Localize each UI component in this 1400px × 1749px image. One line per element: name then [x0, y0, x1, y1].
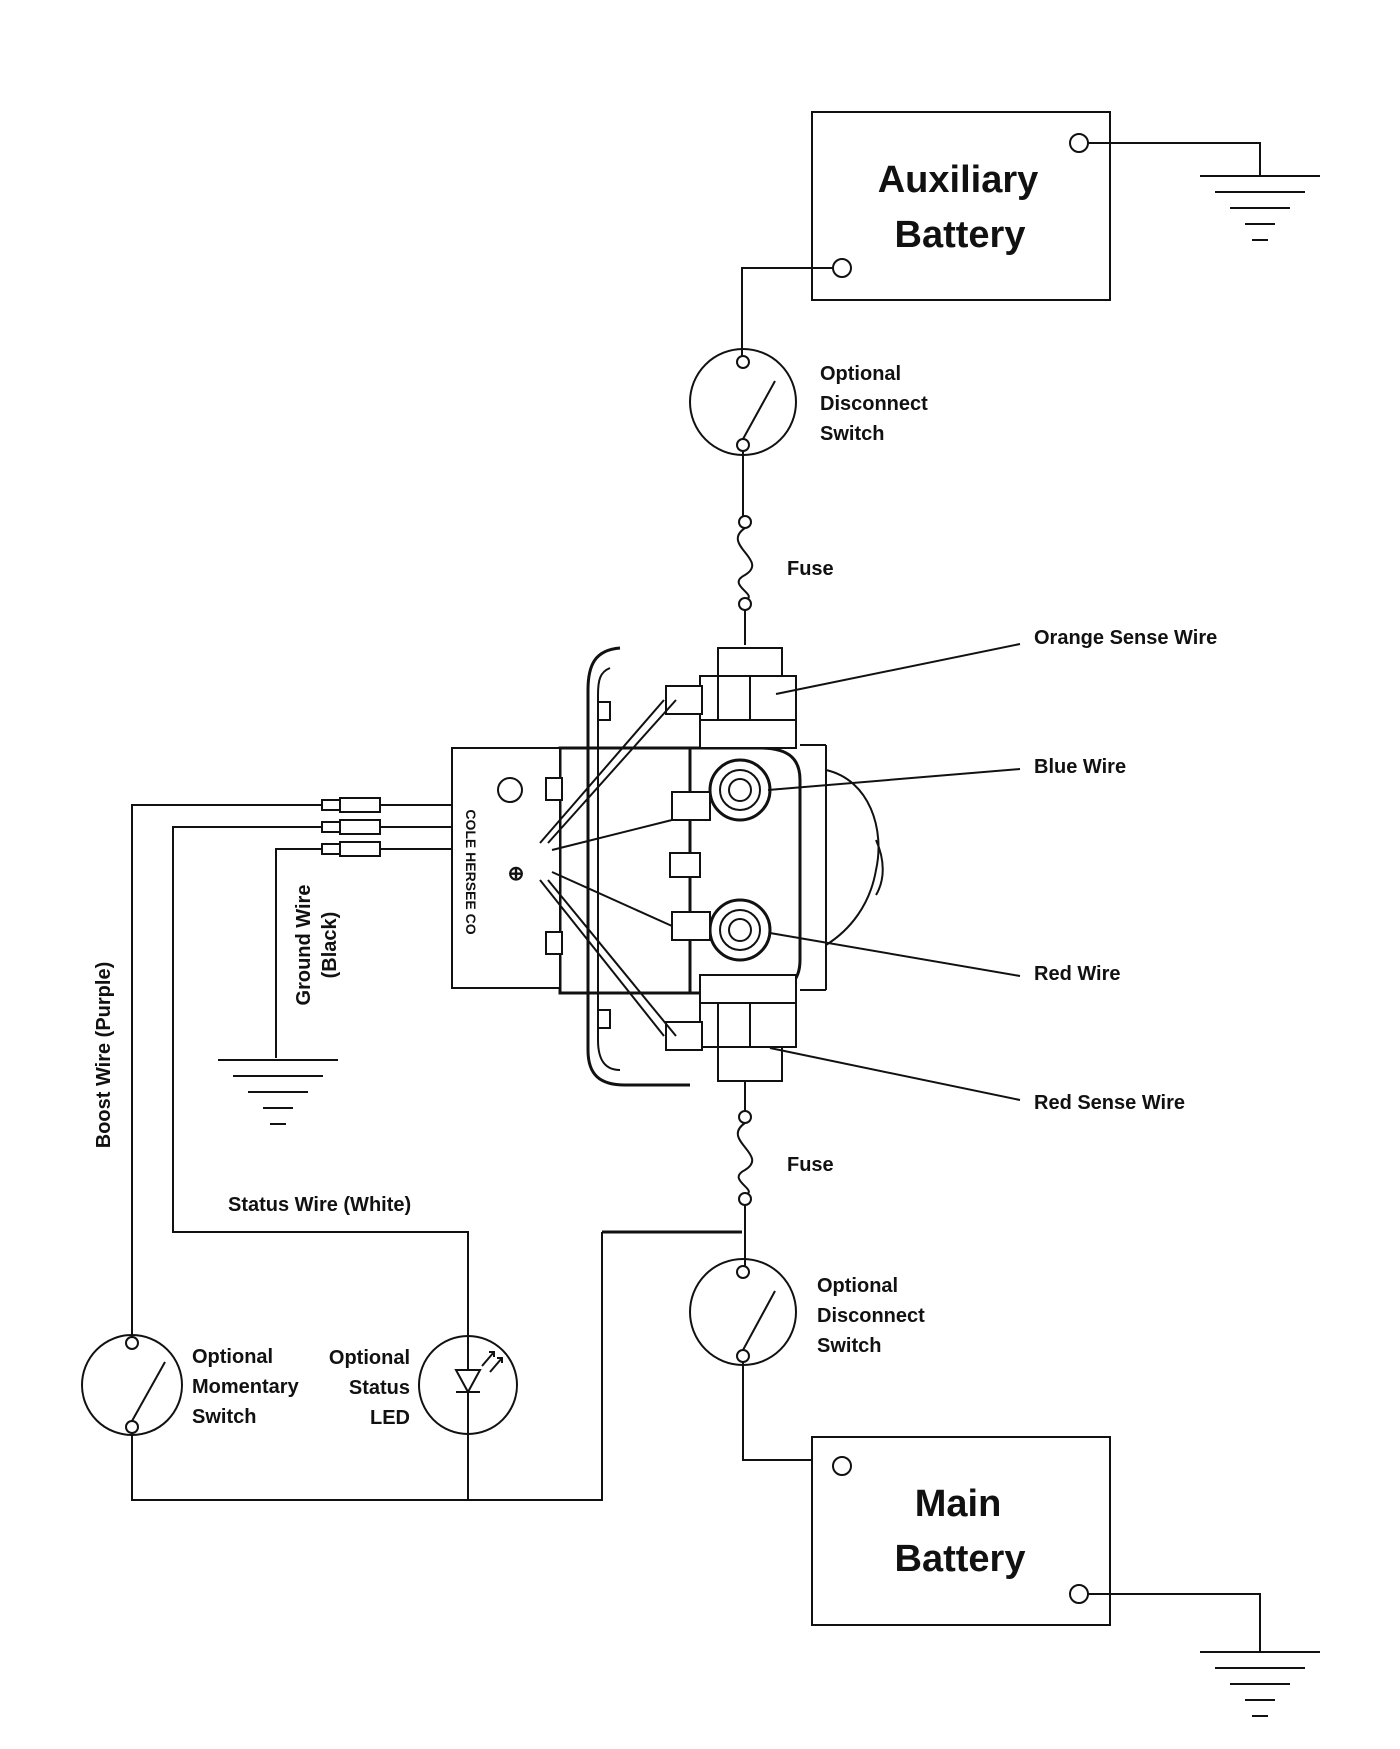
momentary-switch-label-1: Optional	[192, 1346, 273, 1368]
switch-icon	[689, 348, 797, 456]
status-led-label-2: Status	[349, 1377, 410, 1399]
fuse-icon	[736, 515, 754, 611]
aux-battery-terminal-negative	[1069, 133, 1089, 153]
status-led-label-3: LED	[370, 1407, 410, 1429]
aux-battery-label-2: Battery	[895, 214, 1026, 256]
auxiliary-battery: Auxiliary Battery	[811, 111, 1111, 301]
ground-icon	[1200, 175, 1320, 241]
top-disconnect-label-1: Optional	[820, 363, 901, 385]
aux-battery-terminal-positive	[832, 258, 852, 278]
main-battery-label-2: Battery	[895, 1538, 1026, 1580]
ground-wire-label-2: (Black)	[319, 912, 341, 979]
main-battery: Main Battery	[811, 1436, 1111, 1626]
relay-device: COLE HERSEE CO ⊕	[451, 646, 884, 1087]
momentary-switch-label-3: Switch	[192, 1406, 256, 1428]
bottom-disconnect-label-2: Disconnect	[817, 1305, 925, 1327]
aux-battery-label-1: Auxiliary	[878, 159, 1039, 201]
top-disconnect-label-2: Disconnect	[820, 393, 928, 415]
label-red-wire: Red Wire	[1034, 963, 1121, 985]
main-battery-terminal-negative	[1069, 1584, 1089, 1604]
fuse-icon	[736, 1110, 754, 1206]
boost-wire-label: Boost Wire (Purple)	[93, 962, 115, 1149]
momentary-switch-label-2: Momentary	[192, 1376, 300, 1398]
led-icon	[418, 1335, 518, 1435]
device-logo-icon: ⊕	[508, 863, 525, 885]
ground-icon	[218, 1059, 338, 1125]
label-orange-sense-wire: Orange Sense Wire	[1034, 627, 1217, 649]
fuse-top-label: Fuse	[787, 558, 834, 580]
status-wire-label: Status Wire (White)	[228, 1194, 411, 1216]
bottom-disconnect-label-1: Optional	[817, 1275, 898, 1297]
ground-icon	[1200, 1651, 1320, 1717]
switch-icon	[689, 1258, 797, 1366]
top-disconnect-label-3: Switch	[820, 423, 884, 445]
fuse-bottom-label: Fuse	[787, 1154, 834, 1176]
main-battery-label-1: Main	[915, 1483, 1002, 1525]
harness-connectors	[321, 797, 452, 857]
label-blue-wire: Blue Wire	[1034, 756, 1126, 778]
device-brand-label: COLE HERSEE CO	[463, 809, 479, 934]
main-battery-terminal-positive	[832, 1456, 852, 1476]
status-led-label-1: Optional	[329, 1347, 410, 1369]
label-red-sense-wire: Red Sense Wire	[1034, 1092, 1185, 1114]
switch-icon	[81, 1334, 183, 1436]
bottom-disconnect-label-3: Switch	[817, 1335, 881, 1357]
ground-wire-label-1: Ground Wire	[293, 885, 315, 1006]
